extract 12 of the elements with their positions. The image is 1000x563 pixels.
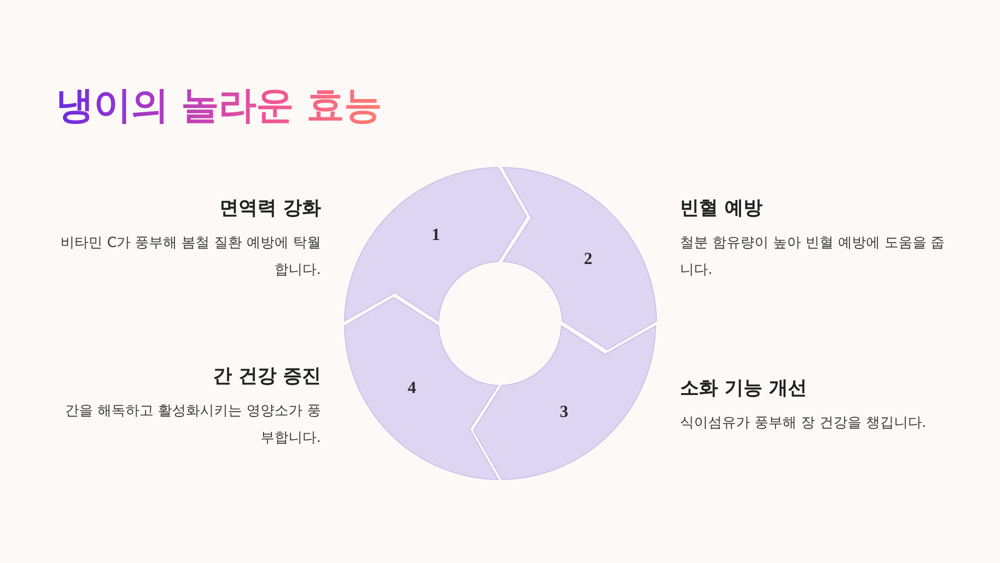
section-heading: 소화 기능 개선 <box>680 376 808 401</box>
section-heading: 간 건강 증진 <box>212 364 321 389</box>
step-number: 2 <box>584 249 592 270</box>
description-text: 비타민 C가 풍부해 봄철 질환 예방에 탁월합니다. <box>60 234 321 280</box>
step-number: 1 <box>432 225 440 246</box>
section-heading: 빈혈 예방 <box>680 196 763 221</box>
description-text: 식이섬유가 풍부해 장 건강을 챙깁니다. <box>680 414 926 433</box>
section-heading: 면역력 강화 <box>219 196 321 221</box>
description-text: 간을 해독하고 활성화시키는 영양소가 풍부합니다. <box>64 402 321 448</box>
step-number: 3 <box>560 402 568 422</box>
step-number: 4 <box>408 378 416 398</box>
description-text: 철분 함유량이 높아 빈혈 예방에 도움을 줍니다. <box>680 234 946 280</box>
